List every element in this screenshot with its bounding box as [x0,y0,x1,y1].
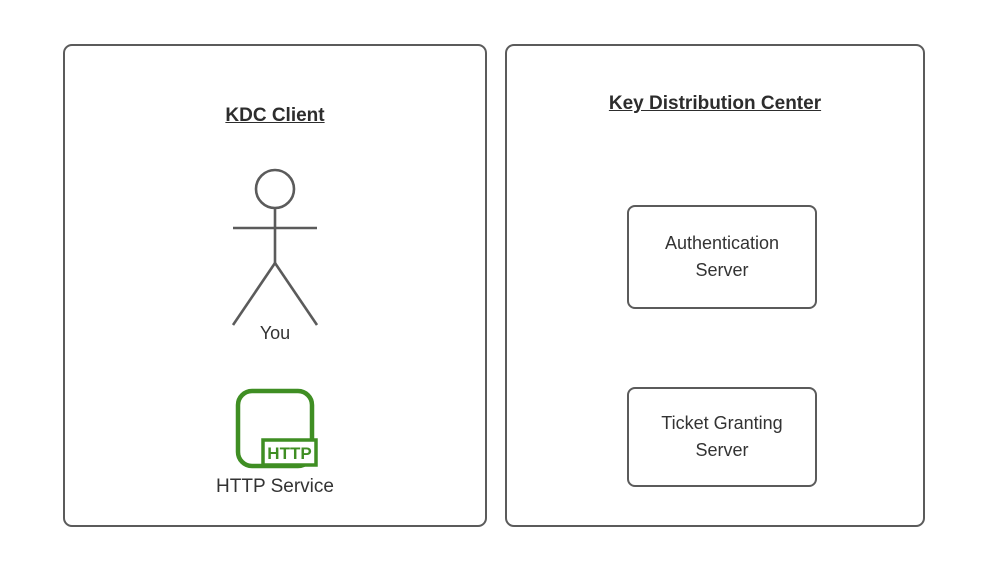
http-service-icon: HTTP [235,388,318,469]
actor-label: You [259,323,291,343]
kdc-client-title: KDC Client [65,102,485,129]
authentication-server-box: Authentication Server [627,205,817,309]
kdc-title-text: Key Distribution Center [608,93,822,114]
ticket-granting-server-box: Ticket Granting Server [627,387,817,487]
kdc-title: Key Distribution Center [507,90,923,117]
actor-leg-right [273,262,319,326]
authentication-server-label: Authentication Server [664,233,780,280]
actor-head [254,168,296,210]
http-badge-text: HTTP [267,444,311,463]
ticket-granting-server-label: Ticket Granting Server [661,413,783,460]
actor-leg-left [231,262,277,326]
kdc-client-panel: KDC Client You HTTP HTTP Service [63,44,487,527]
http-badge-rect [261,438,318,467]
stick-figure-actor-icon [231,168,319,326]
key-distribution-center-panel: Key Distribution Center Authentication S… [505,44,925,527]
http-service-label: HTTP Service [216,476,334,497]
kdc-client-title-text: KDC Client [225,105,325,126]
